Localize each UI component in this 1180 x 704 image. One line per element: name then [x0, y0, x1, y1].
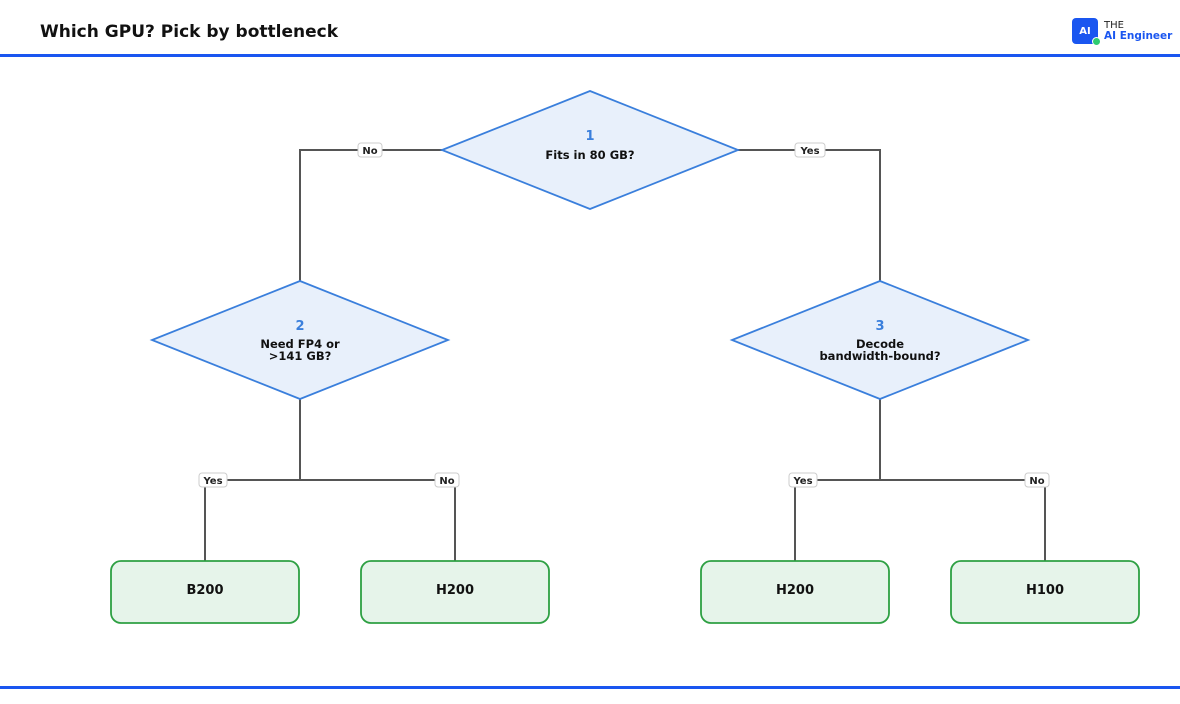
- decision-3-number: 3: [875, 319, 884, 334]
- edge-label-d1-no-box: [357, 142, 383, 158]
- brand-line-2: AI Engineer: [1104, 30, 1173, 42]
- leaf-2: H200: [360, 560, 550, 624]
- decision-2-number: 2: [295, 319, 304, 334]
- edge-label-d1-no: No: [357, 142, 383, 158]
- decision-1: 1 Fits in 80 GB?: [439, 90, 741, 210]
- leaf-2-box: [360, 560, 550, 624]
- decision-1-number: 1: [585, 129, 594, 144]
- edge-d1-no: [299, 149, 442, 281]
- logo-mark: AI: [1079, 25, 1091, 37]
- leaf-4: H100: [950, 560, 1140, 624]
- connectors: [204, 149, 1046, 561]
- leaf-4-box: [950, 560, 1140, 624]
- edge-label-d2-no-box: [434, 472, 460, 488]
- decision-3-shape: [729, 280, 1031, 400]
- leaf-3-box: [700, 560, 890, 624]
- leaf-4-label: H100: [1026, 583, 1064, 598]
- edge-label-d3-no: No: [1024, 472, 1050, 488]
- edge-label-d3-yes-text: Yes: [792, 476, 812, 487]
- decision-2-shape: [149, 280, 451, 400]
- footer-divider: [0, 686, 1180, 689]
- decision-3: 3 Decode bandwidth-bound?: [729, 280, 1031, 400]
- edge-label-d2-yes-box: [198, 472, 228, 488]
- brand-logo: AI: [1072, 18, 1101, 46]
- edge-label-d1-no-text: No: [362, 146, 377, 157]
- decision-2-label-line-1: Need FP4 or: [260, 337, 340, 351]
- page-title: Which GPU? Pick by bottleneck: [40, 22, 339, 42]
- leaf-1-label: B200: [186, 583, 223, 598]
- edge-label-d1-yes: Yes: [794, 142, 826, 158]
- edge-label-d2-no-text: No: [439, 476, 454, 487]
- decision-1-shape: [439, 90, 741, 210]
- leaf-1-box: [110, 560, 300, 624]
- status-dot-icon: [1092, 37, 1101, 46]
- edge-label-d2-no: No: [434, 472, 460, 488]
- decision-3-label-line-1: Decode: [856, 337, 904, 351]
- edge-label-d3-no-box: [1024, 472, 1050, 488]
- edge-label-d3-yes-box: [788, 472, 818, 488]
- leaf-2-label: H200: [436, 583, 474, 598]
- edge-label-d2-yes-text: Yes: [202, 476, 222, 487]
- edge-label-d2-yes: Yes: [198, 472, 228, 488]
- edge-label-d1-yes-box: [794, 142, 826, 158]
- edge-label-d3-yes: Yes: [788, 472, 818, 488]
- edge-d1-yes: [738, 149, 881, 281]
- brand-line-1: THE: [1104, 20, 1124, 31]
- leaf-3-label: H200: [776, 583, 814, 598]
- leaf-1: B200: [110, 560, 300, 624]
- edge-label-d1-yes-text: Yes: [799, 146, 819, 157]
- edge-label-d3-no-text: No: [1029, 476, 1044, 487]
- decision-3-label-line-2: bandwidth-bound?: [819, 349, 940, 363]
- decision-1-label: Fits in 80 GB?: [545, 148, 634, 162]
- leaf-3: H200: [700, 560, 890, 624]
- header-divider: [0, 54, 1180, 57]
- brand-name: THE AI Engineer: [1104, 20, 1172, 42]
- decision-2-label-line-2: >141 GB?: [269, 349, 332, 363]
- decision-2: 2 Need FP4 or >141 GB?: [149, 280, 451, 400]
